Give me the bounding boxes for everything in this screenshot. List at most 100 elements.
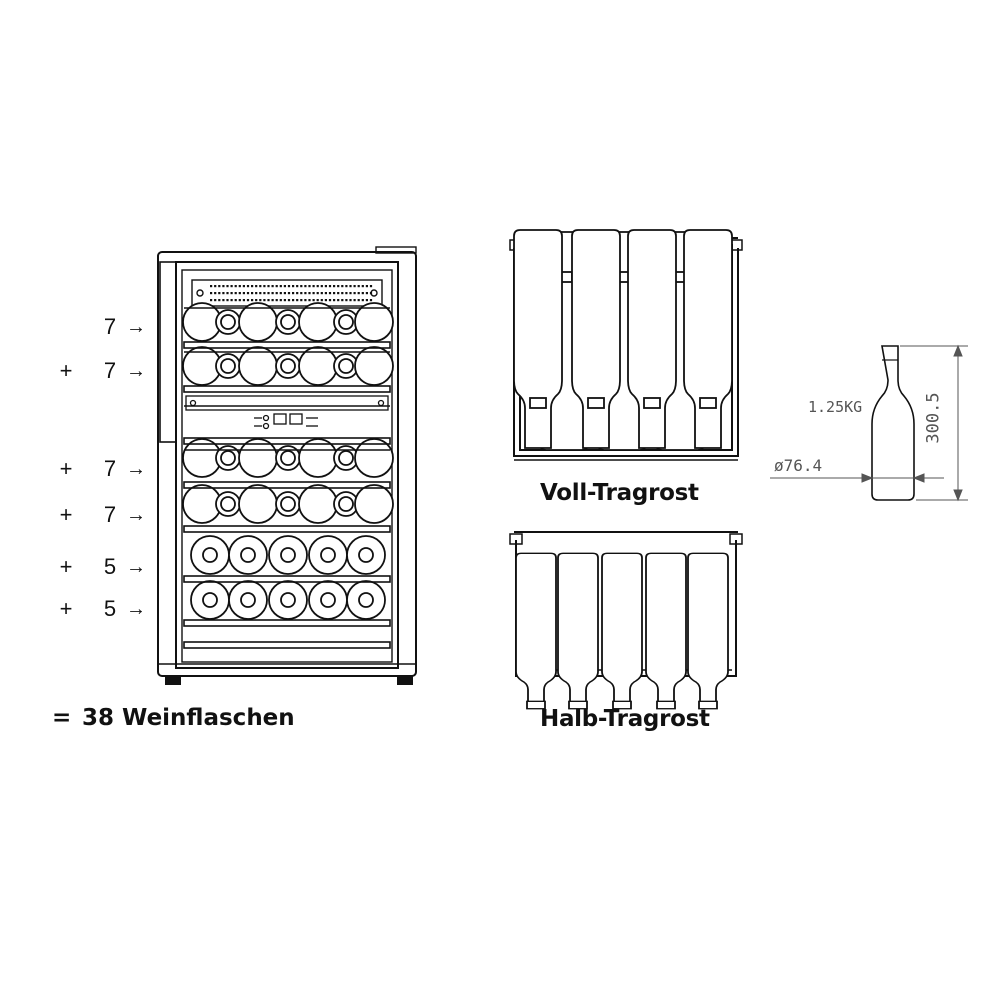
- bottle-rows: [182, 302, 394, 620]
- shelf-rail: [183, 575, 391, 583]
- grille-hole: [259, 292, 262, 295]
- bottle-end: [354, 438, 394, 478]
- grille-hole: [324, 299, 327, 302]
- grille-hole: [230, 299, 233, 302]
- grille-hole: [292, 299, 295, 302]
- grille-hole: [333, 299, 336, 302]
- grille-hole: [238, 292, 241, 295]
- grille-hole: [271, 292, 274, 295]
- grille-hole: [214, 299, 217, 302]
- bottle-neck: [240, 592, 256, 608]
- bottle-neck: [338, 450, 354, 466]
- grille-hole: [263, 292, 266, 295]
- bottle-neck: [220, 314, 236, 330]
- shelf-label-4: + 7 →: [56, 502, 156, 528]
- grille-hole: [251, 285, 254, 288]
- shelf-label-1: 7 →: [56, 314, 156, 340]
- bottle-neck: [320, 547, 336, 563]
- grille-hole: [353, 292, 356, 295]
- grille-hole: [234, 292, 237, 295]
- full-rack-bottles: [513, 229, 733, 451]
- grille-hole: [283, 299, 286, 302]
- grille-hole: [337, 292, 340, 295]
- bottle-dimension-drawing: [770, 344, 968, 502]
- shelf-rail: [183, 525, 391, 533]
- shelf-label-3: + 7 →: [56, 456, 156, 482]
- grille-hole: [345, 299, 348, 302]
- grille-hole: [357, 285, 360, 288]
- grille-hole: [369, 299, 373, 302]
- bottle-neck: [220, 450, 236, 466]
- bottle-neck: [202, 547, 218, 563]
- grille-hole: [320, 299, 323, 302]
- bottle-neck: [202, 592, 218, 608]
- grille-hole: [226, 285, 229, 288]
- grille-hole: [234, 285, 237, 288]
- grille-hole: [210, 285, 213, 288]
- grille-hole: [292, 285, 295, 288]
- grille-hole: [210, 299, 213, 302]
- bottle-neck: [280, 547, 296, 563]
- control-panel: [185, 395, 389, 430]
- shelf-rail: [183, 641, 391, 649]
- grille-hole: [267, 292, 270, 295]
- grille-hole: [279, 285, 282, 288]
- total-bottles: =38 Weinflaschen: [52, 705, 295, 731]
- grille-hole: [349, 285, 352, 288]
- grille-hole: [242, 299, 245, 302]
- arrow-right-icon: →: [126, 360, 146, 382]
- shelf-rail: [183, 341, 391, 349]
- grille-hole: [279, 299, 282, 302]
- grille-hole: [320, 285, 323, 288]
- grille-hole: [341, 299, 344, 302]
- shelf-rail: [183, 385, 391, 393]
- grille-hole: [255, 285, 258, 288]
- grille-hole: [259, 299, 262, 302]
- grille-hole: [230, 285, 233, 288]
- grille-hole: [246, 292, 250, 295]
- shelf-rail: [183, 481, 391, 489]
- bottle-weight-label: 1.25KG: [808, 398, 863, 416]
- grille-hole: [345, 292, 348, 295]
- grille-hole: [238, 299, 241, 302]
- grille-hole: [255, 292, 258, 295]
- grille-hole: [365, 285, 368, 288]
- grille-hole: [308, 299, 311, 302]
- grille-hole: [365, 292, 368, 295]
- grille-hole: [287, 292, 291, 295]
- grille-hole: [353, 285, 356, 288]
- plus-sign: +: [59, 554, 73, 579]
- bottle-end: [238, 484, 278, 524]
- grille-hole: [320, 292, 323, 295]
- grille-hole: [341, 292, 344, 295]
- grille-hole: [251, 299, 254, 302]
- plus-sign: +: [59, 358, 73, 383]
- bottle-neck: [280, 314, 296, 330]
- grille-hole: [361, 292, 364, 295]
- grille-hole: [312, 292, 315, 295]
- grille-hole: [214, 285, 217, 288]
- shelf-label-6: + 5 →: [56, 596, 156, 622]
- grille-hole: [242, 285, 245, 288]
- plus-sign: +: [59, 456, 73, 481]
- grille-hole: [341, 285, 344, 288]
- grille-hole: [337, 285, 340, 288]
- grille-hole: [287, 299, 291, 302]
- grille-hole: [222, 285, 225, 288]
- grille-hole: [353, 299, 356, 302]
- grille-hole: [292, 292, 295, 295]
- bottle-neck: [280, 450, 296, 466]
- bottle-neck: [338, 358, 354, 374]
- grille-hole: [316, 285, 319, 288]
- grille-hole: [357, 299, 360, 302]
- grille-hole: [349, 292, 352, 295]
- grille-hole: [316, 292, 319, 295]
- grille-hole: [300, 299, 303, 302]
- shelf-label-5: + 5 →: [56, 554, 156, 580]
- wine-cooler: [157, 246, 417, 685]
- grille-hole: [255, 299, 258, 302]
- grille-hole: [222, 292, 225, 295]
- grille-hole: [365, 299, 368, 302]
- grille-hole: [283, 285, 286, 288]
